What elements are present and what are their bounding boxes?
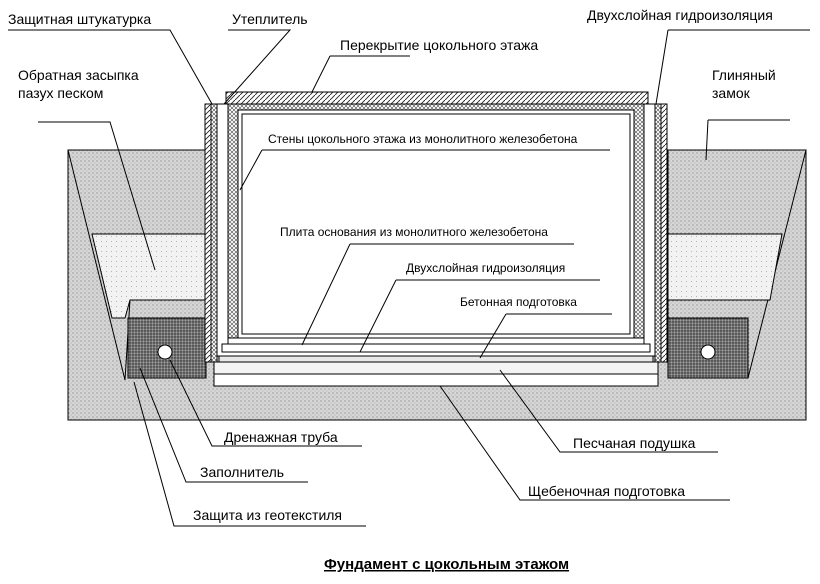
label-drain-pipe: Дренажная труба xyxy=(224,429,338,445)
label-protective-plaster: Защитная штукатурка xyxy=(8,11,151,27)
label-base-slab: Плита основания из монолитного железобет… xyxy=(280,225,548,239)
label-gravel-prep: Щебеночная подготовка xyxy=(528,483,685,499)
label-geotextile: Защита из геотекстиля xyxy=(193,507,342,523)
diagram-title: Фундамент с цокольным этажом xyxy=(324,556,569,573)
sand-cushion xyxy=(213,373,659,387)
label-filler: Заполнитель xyxy=(200,464,284,480)
label-insulation: Утеплитель xyxy=(232,11,308,27)
label-backfill-line1: Обратная засыпка xyxy=(18,67,139,83)
label-concrete-prep: Бетонная подготовка xyxy=(460,295,577,309)
label-floor-slab: Перекрытие цокольного этажа xyxy=(340,37,538,53)
label-walls: Стены цокольного этажа из монолитного же… xyxy=(268,132,578,146)
basement-structure xyxy=(204,91,668,363)
label-double-waterproofing-top: Двухслойная гидроизоляция xyxy=(587,7,773,23)
label-backfill-line2: пазух песком xyxy=(18,85,103,101)
sand-backfill-right xyxy=(667,233,783,301)
label-clay-lock-line1: Глиняный xyxy=(712,67,776,83)
label-double-waterproofing-inner: Двухслойная гидроизоляция xyxy=(406,261,565,275)
drain-pipe-right xyxy=(700,344,716,360)
leader-lines xyxy=(8,29,810,527)
label-sand-cushion: Песчаная подушка xyxy=(573,435,696,451)
label-clay-lock-line2: замок xyxy=(712,85,751,101)
drain-pipe-left xyxy=(157,344,173,360)
